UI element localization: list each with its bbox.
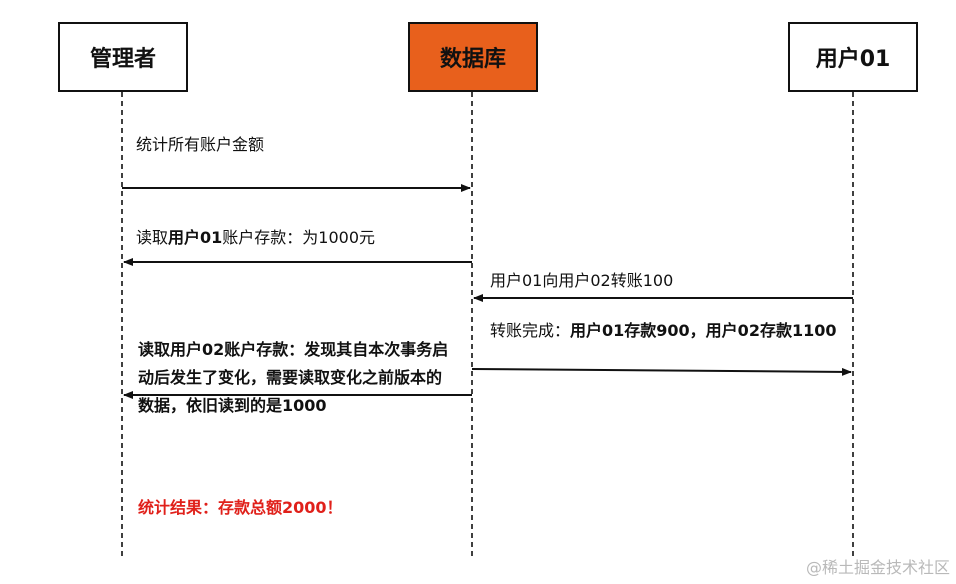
actor-admin-label: 管理者: [89, 47, 156, 72]
actor-user-label: 用户01: [815, 47, 891, 72]
message-result-total: 统计结果：存款总额2000！: [138, 498, 343, 517]
message-read-user02-snapshot: 读取用户02账户存款：发现其自本次事务启动后发生了变化，需要读取变化之前版本的数…: [138, 340, 449, 415]
watermark: @稀土掘金技术社区: [805, 558, 950, 577]
message-read-user01-account: 用户01: [168, 228, 223, 247]
message-transfer-complete: 转账完成：用户01存款900，用户02存款1100: [490, 321, 836, 341]
message-read-user01-prefix: 读取: [136, 228, 169, 247]
message-transfer-complete-balances: 用户01存款900，用户02存款1100: [570, 321, 837, 340]
actor-database-box: 数据库: [408, 22, 538, 92]
message-transfer: 用户01向用户02转账100: [490, 271, 674, 290]
actor-admin-box: 管理者: [58, 22, 188, 92]
actor-database-label: 数据库: [439, 47, 506, 72]
actor-user-box: 用户01: [788, 22, 918, 92]
message-transfer-complete-prefix: 转账完成：: [490, 321, 571, 340]
arrow-database-to-user: [471, 367, 852, 376]
message-read-user01-suffix: 账户存款：为1000元: [222, 228, 376, 247]
message-count-all-accounts: 统计所有账户金额: [136, 135, 265, 154]
message-read-user01: 读取用户01账户存款：为1000元: [136, 228, 375, 248]
